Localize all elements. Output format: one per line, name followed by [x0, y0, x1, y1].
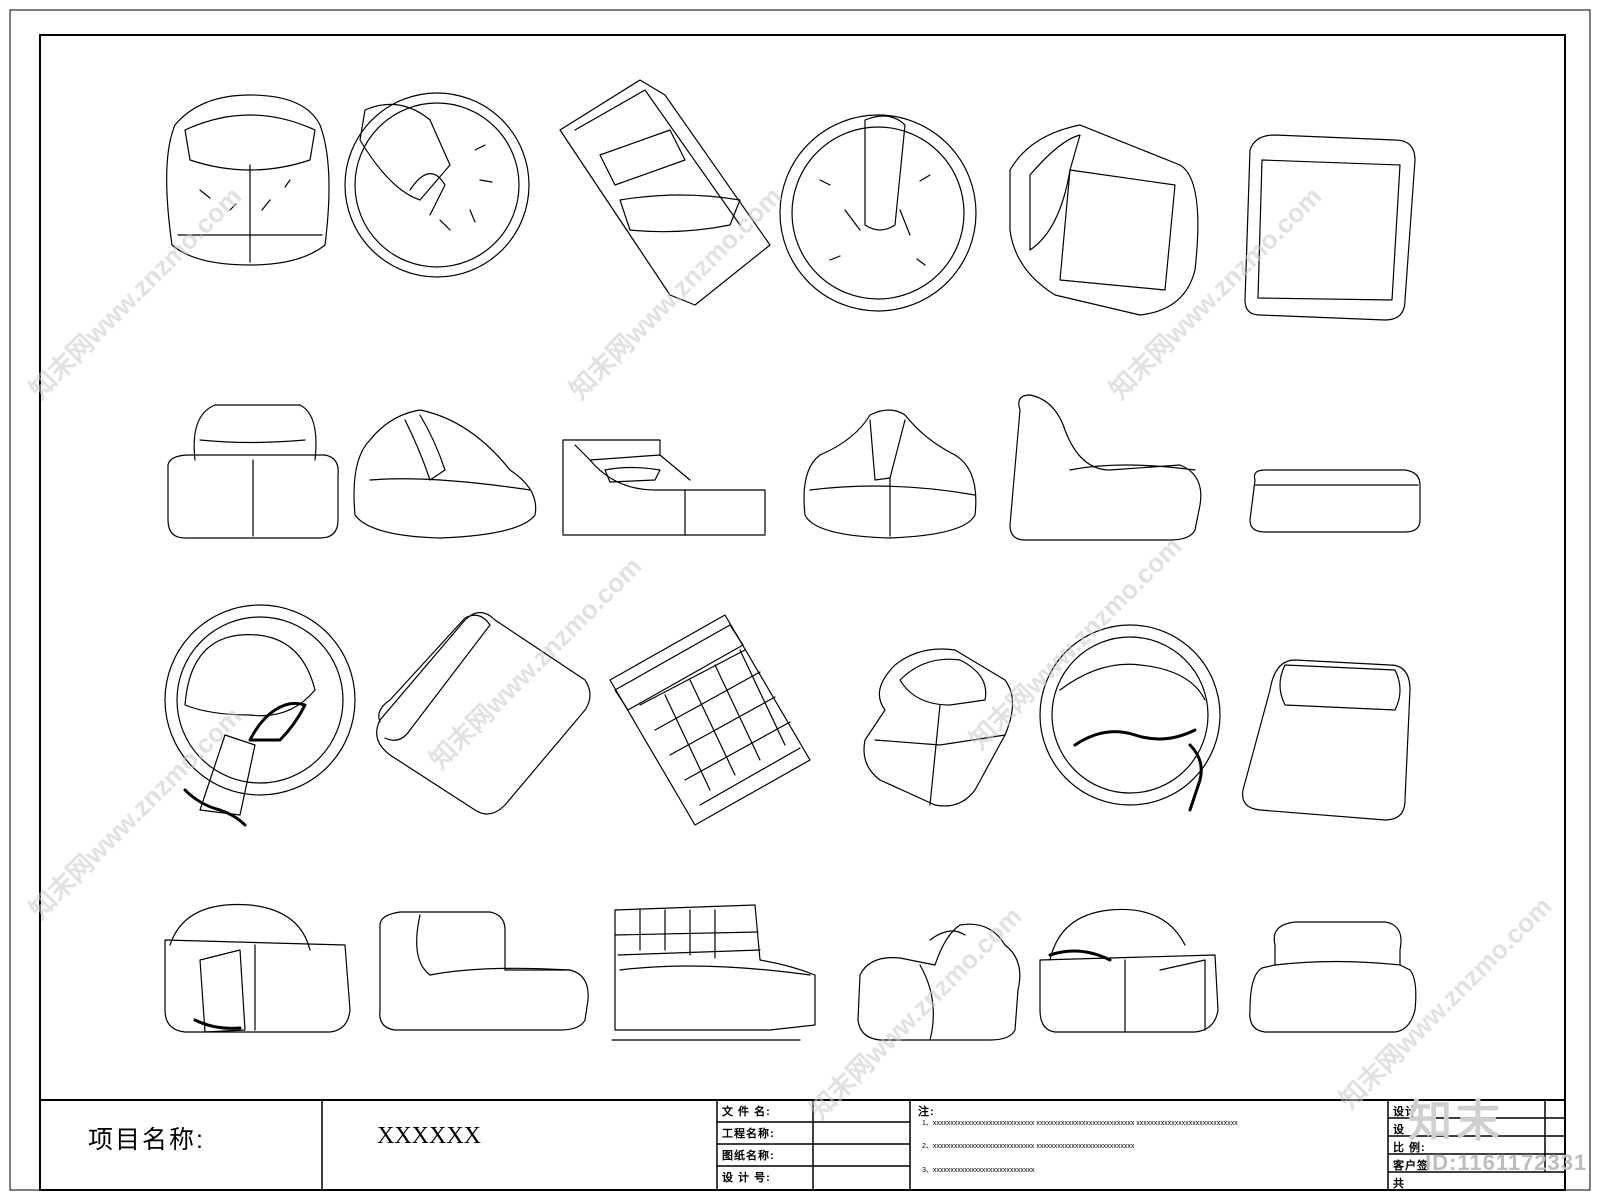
chair-elevation-rounded: [857, 923, 1021, 1041]
field-project-name: 工程名称:: [722, 1128, 775, 1140]
lounge-elevation-1: [1009, 394, 1202, 541]
brand-logo-text: 知末: [1408, 1097, 1504, 1146]
chair-plan-curved: [863, 648, 1014, 807]
right-field-scale: 比 例:: [1393, 1142, 1426, 1154]
field-drawing-name: 图纸名称:: [722, 1150, 775, 1162]
notes-title: 注:: [918, 1106, 935, 1118]
pouf-plan-round-1: [344, 92, 530, 278]
chair-elevation-front: [1249, 921, 1417, 1033]
ottoman-plan-square: [1244, 134, 1416, 321]
field-file-name: 文 件 名:: [722, 1106, 771, 1118]
sofa-elevation-2: [164, 903, 351, 1033]
sofa-elevation-3: [1039, 908, 1219, 1033]
field-design-number: 设 计 号:: [722, 1172, 771, 1184]
right-field-client-sign: 客户签: [1393, 1160, 1429, 1172]
note-line-1: 1、xxxxxxxxxxxxxxxxxxxxxxxxxxxxx xxxxxxxx…: [922, 1120, 1238, 1127]
chaise-elevation-1: [562, 439, 766, 536]
right-field-total: 共: [1393, 1178, 1405, 1190]
chair-plan-rotated: [376, 611, 591, 815]
project-name-label: 项目名称:: [88, 1126, 205, 1154]
pouf-plan-round-4: [1039, 624, 1221, 812]
project-name-value: XXXXXX: [377, 1123, 481, 1149]
sofa-plan-grid: [609, 614, 811, 826]
chair-plan-angled: [1009, 124, 1199, 316]
right-field-designer: 设: [1393, 1124, 1405, 1136]
chair-plan-square: [1242, 659, 1411, 821]
pouf-plan-round-2: [779, 114, 977, 312]
chair-elevation-side: [379, 911, 589, 1031]
sofa-plan-1: [166, 94, 330, 266]
lounge-plan-1: [559, 79, 771, 306]
right-field-design: 设计: [1393, 1106, 1417, 1118]
ottoman-elevation-1: [1249, 469, 1421, 533]
beanbag-elevation-2: [803, 409, 977, 539]
lounge-elevation-grid: [611, 904, 816, 1041]
inner-frame: [39, 34, 1566, 1191]
outer-frame: [9, 9, 1591, 1191]
image-id-tag: ID:1161172331: [1425, 1150, 1588, 1175]
note-line-3: 3、xxxxxxxxxxxxxxxxxxxxxxxxxxxxx: [922, 1167, 1035, 1174]
title-block: [40, 1099, 1565, 1190]
note-line-2: 2、xxxxxxxxxxxxxxxxxxxxxxxxxxxxx xxxxxxxx…: [922, 1143, 1135, 1150]
beanbag-elevation-1: [353, 409, 537, 539]
pouf-plan-round-3: [164, 604, 356, 827]
sofa-elevation-1: [167, 404, 339, 539]
